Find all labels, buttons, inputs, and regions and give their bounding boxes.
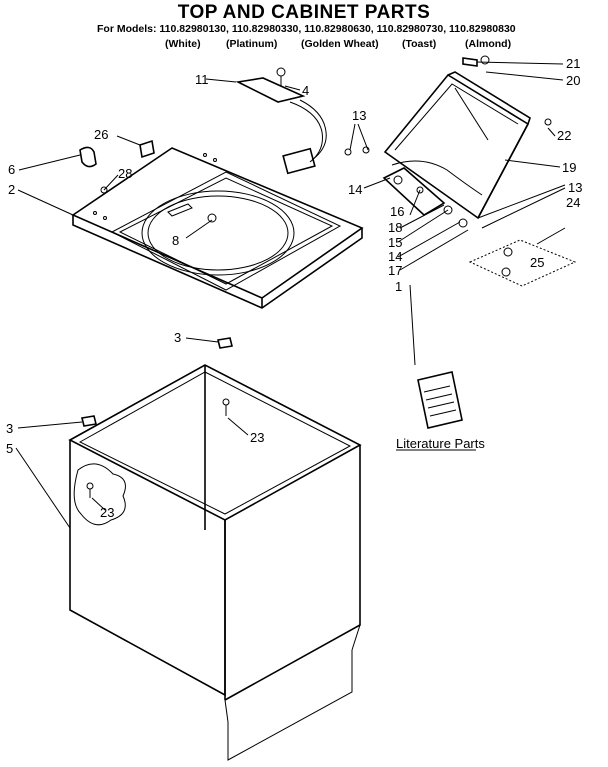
- callout-3-upper: 3: [174, 330, 181, 345]
- callout-3-lower: 3: [6, 421, 13, 436]
- callout-2: 2: [8, 182, 15, 197]
- hinge-kit: [468, 239, 577, 287]
- callout-8: 8: [172, 233, 179, 248]
- callout-4: 4: [302, 83, 309, 98]
- lid-switch-harness: [235, 67, 327, 175]
- callout-14-bottom: 14: [388, 249, 402, 264]
- callout-21: 21: [566, 56, 580, 71]
- callout-numbers: 11 4 21 20 26 13 22 6 28 19 2 14 13 24 1…: [6, 56, 582, 520]
- callout-13-right: 13: [568, 180, 582, 195]
- color-platinum: (Platinum): [226, 38, 278, 50]
- hardware: [79, 55, 552, 223]
- lid: [383, 71, 531, 220]
- color-white: (White): [165, 38, 201, 50]
- callout-14-top: 14: [348, 182, 362, 197]
- color-almond: (Almond): [465, 38, 512, 50]
- diagram-title: TOP AND CABINET PARTS: [177, 2, 431, 23]
- lid-hinge: [382, 123, 529, 228]
- callout-1: 1: [395, 279, 402, 294]
- callout-15: 15: [388, 235, 402, 250]
- literature-booklet: Literature Parts: [396, 371, 485, 451]
- callout-26: 26: [94, 127, 108, 142]
- model-numbers: For Models: 110.82980130, 110.82980330, …: [97, 23, 516, 35]
- callout-5: 5: [6, 441, 13, 456]
- callout-28: 28: [118, 166, 132, 181]
- leader-lines: [15, 61, 566, 529]
- top-panel: [71, 147, 364, 309]
- callout-24: 24: [566, 195, 580, 210]
- callout-23-left: 23: [100, 505, 114, 520]
- callout-18: 18: [388, 220, 402, 235]
- literature-label: Literature Parts: [396, 436, 485, 451]
- callout-16: 16: [390, 204, 404, 219]
- callout-22: 22: [557, 128, 571, 143]
- callout-17: 17: [388, 263, 402, 278]
- callout-11: 11: [195, 72, 209, 87]
- callout-13-top: 13: [352, 108, 366, 123]
- callout-23-right: 23: [250, 430, 264, 445]
- callout-19: 19: [562, 160, 576, 175]
- cabinet: [68, 337, 362, 761]
- callout-25: 25: [530, 255, 544, 270]
- callout-6: 6: [8, 162, 15, 177]
- color-golden-wheat: (Golden Wheat): [301, 38, 379, 50]
- callout-20: 20: [566, 73, 580, 88]
- color-toast: (Toast): [402, 38, 437, 50]
